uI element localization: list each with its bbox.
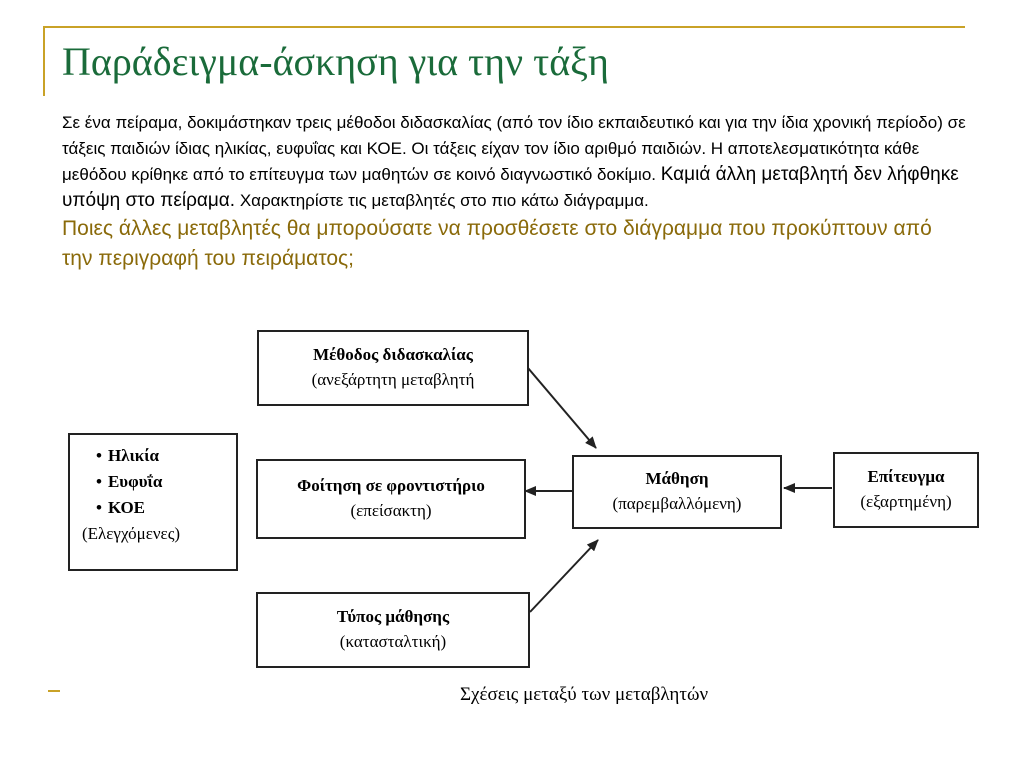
tutoring-kind: (επείσακτη): [350, 501, 432, 520]
learning-name: Μάθηση: [645, 469, 709, 488]
exercise-description: Σε ένα πείραμα, δοκιμάστηκαν τρεις μέθοδ…: [62, 110, 967, 274]
arrow-method-to-learning: [527, 367, 597, 449]
exercise-question: Ποιες άλλες μεταβλητές θα μπορούσατε να …: [62, 217, 932, 270]
title-frame-top: [43, 26, 965, 28]
box-controlled-variables: Ηλικία Ευφυΐα ΚΟΕ (Ελεγχόμενες): [68, 433, 238, 571]
learning-type-name: Τύπος μάθησης: [336, 607, 450, 626]
description-instruction: Χαρακτηρίστε τις μεταβλητές στο πιο κάτω…: [239, 191, 649, 210]
controlled-item-age: Ηλικία: [96, 443, 236, 469]
box-learning-type: Τύπος μάθησης (κατασταλτική): [256, 592, 530, 668]
teaching-method-kind: (ανεξάρτητη μεταβλητή: [311, 370, 475, 389]
arrow-learningtype-to-learning: [529, 539, 599, 613]
diagram-caption: Σχέσεις μεταξύ των μεταβλητών: [460, 684, 709, 705]
controlled-kind: (Ελεγχόμενες): [82, 524, 181, 543]
achievement-name: Επίτευγμα: [867, 467, 945, 486]
achievement-kind: (εξαρτημένη): [860, 492, 952, 511]
slide-title: Παράδειγμα-άσκηση για την τάξη: [62, 39, 609, 84]
learning-kind: (παρεμβαλλόμενη): [612, 494, 742, 513]
box-tutoring: Φοίτηση σε φροντιστήριο (επείσακτη): [256, 459, 526, 539]
learning-type-kind: (κατασταλτική): [339, 632, 447, 651]
box-teaching-method: Μέθοδος διδασκαλίας (ανεξάρτητη μεταβλητ…: [257, 330, 529, 406]
controlled-item-ses: ΚΟΕ: [96, 495, 236, 521]
title-frame-left: [43, 26, 45, 96]
tutoring-name: Φοίτηση σε φροντιστήριο: [297, 476, 485, 495]
description-constraint: Καμιά άλλη μεταβλητή δεν λήφθηκε υπόψη σ…: [62, 164, 959, 211]
teaching-method-name: Μέθοδος διδασκαλίας: [313, 345, 473, 364]
controlled-item-intelligence: Ευφυΐα: [96, 469, 236, 495]
box-learning: Μάθηση (παρεμβαλλόμενη): [572, 455, 782, 529]
box-achievement: Επίτευγμα (εξαρτημένη): [833, 452, 979, 528]
description-text: Σε ένα πείραμα, δοκιμάστηκαν τρεις μέθοδ…: [62, 113, 966, 184]
slide-bullet-marker: [48, 690, 60, 692]
